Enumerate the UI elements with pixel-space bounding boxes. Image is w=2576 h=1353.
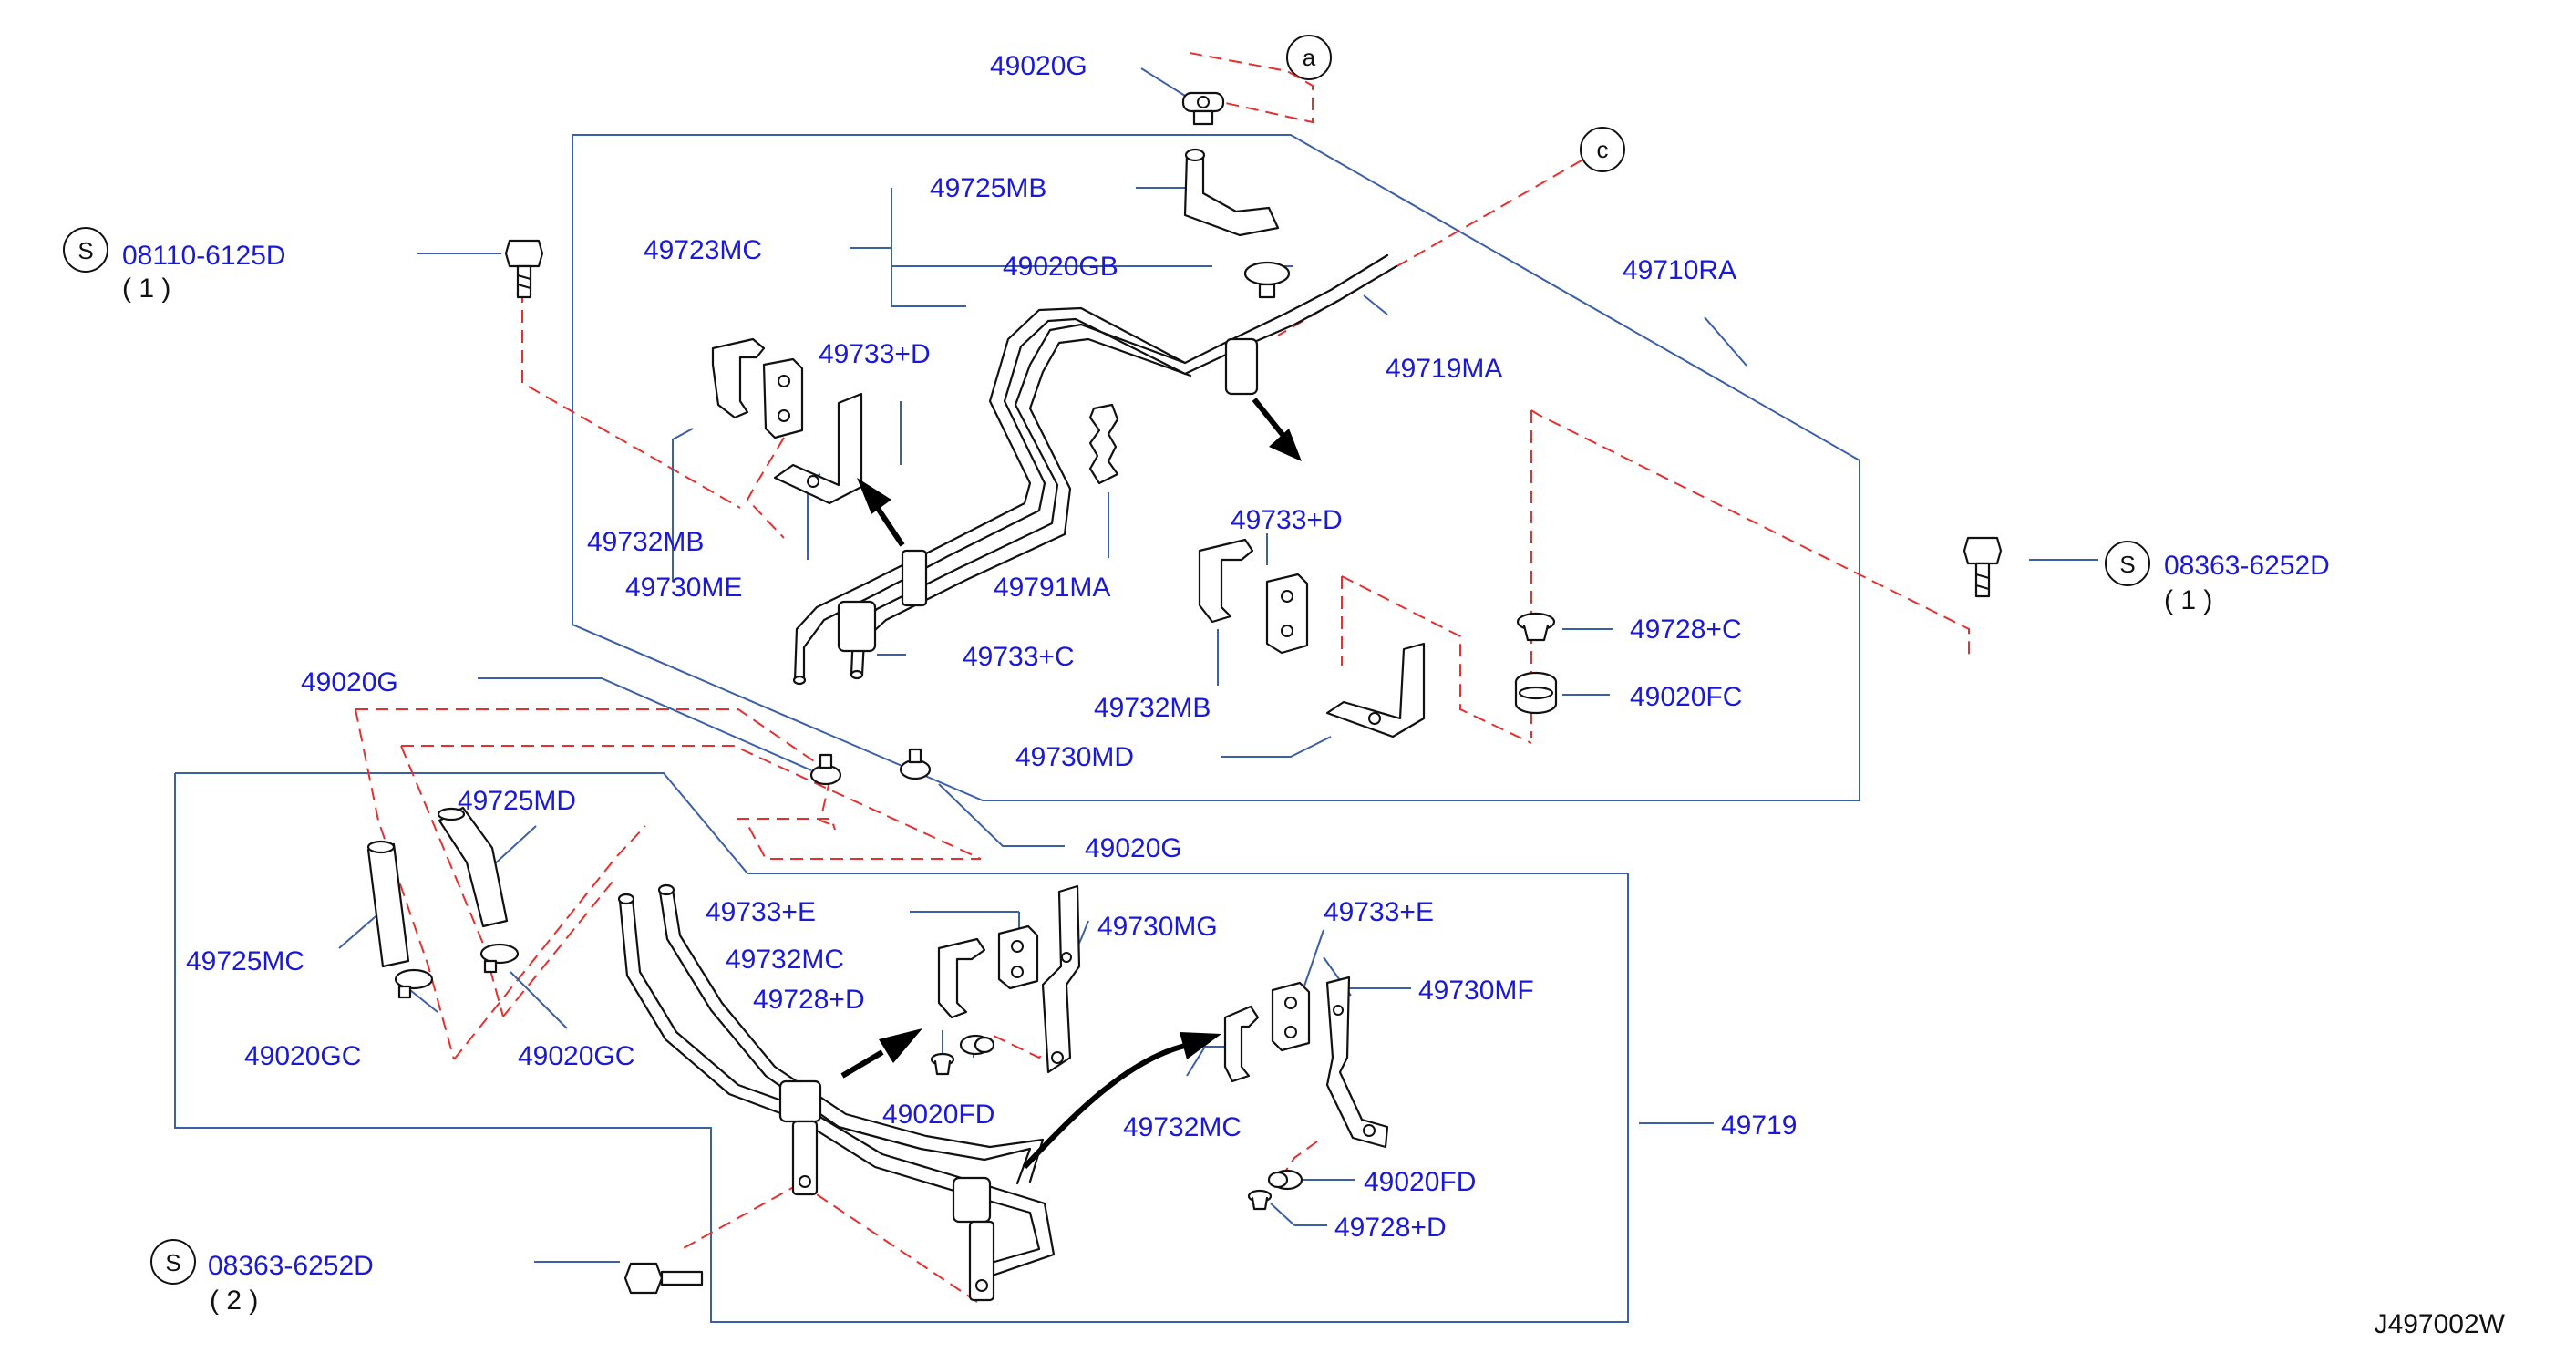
leader-lines	[338, 67, 2098, 1263]
label-49725MD[interactable]: 49725MD	[458, 786, 576, 816]
label-49732MB-upper[interactable]: 49732MB	[587, 527, 704, 557]
label-49733D-right[interactable]: 49733+D	[1231, 505, 1343, 535]
grommet-49020FD-right[interactable]	[1267, 1169, 1303, 1191]
bolt-qty-1: ( 1 )	[122, 274, 170, 304]
label-49020FD-right[interactable]: 49020FD	[1364, 1167, 1476, 1197]
bracket-49732MB-right[interactable]	[1198, 538, 1254, 624]
collar-49728D-right[interactable]	[1247, 1189, 1273, 1211]
bolt-qty-3: ( 2 )	[210, 1286, 258, 1316]
bracket-49730MF[interactable]	[1325, 976, 1389, 1149]
bolt-08110-6125D[interactable]	[504, 239, 544, 299]
lower-assembly-frame	[174, 772, 1629, 1323]
bolt-code-1[interactable]: 08110-6125D	[122, 241, 286, 271]
bracket-49732MC-right[interactable]	[1223, 1005, 1260, 1083]
label-49719[interactable]: 49719	[1721, 1110, 1797, 1141]
label-49733C[interactable]: 49733+C	[963, 642, 1075, 672]
label-49732MC-left[interactable]: 49732MC	[726, 945, 844, 975]
cushion-49733D-right[interactable]	[1265, 573, 1309, 655]
cushion-49733D-upper[interactable]	[762, 357, 804, 439]
hose-49725MB[interactable]	[1183, 148, 1280, 237]
bracket-49730ME[interactable]	[773, 392, 863, 505]
standard-part-mark-text: S	[2119, 551, 2135, 578]
clip-49791MA[interactable]	[1088, 403, 1119, 485]
label-49020G-mid2[interactable]: 49020G	[1085, 833, 1182, 863]
hose-49725MD[interactable]	[437, 806, 509, 928]
hose-clamp-49020GB[interactable]	[1243, 261, 1291, 299]
cushion-49733E-right[interactable]	[1271, 981, 1311, 1052]
pipe-assembly-lower[interactable]	[617, 883, 1056, 1302]
standard-part-mark	[150, 1239, 196, 1285]
hose-clamp-49020GC-2[interactable]	[479, 943, 520, 974]
reference-a: a	[1286, 35, 1332, 80]
label-49020GB[interactable]: 49020GB	[1003, 252, 1118, 282]
label-49728C[interactable]: 49728+C	[1630, 615, 1742, 645]
standard-part-mark-text: S	[165, 1249, 180, 1276]
label-49732MB-right[interactable]: 49732MB	[1094, 693, 1211, 723]
label-49732MC-right[interactable]: 49732MC	[1123, 1112, 1242, 1142]
label-49733D-upper[interactable]: 49733+D	[819, 339, 931, 369]
label-49723MC[interactable]: 49723MC	[644, 235, 762, 265]
bolt-code-3[interactable]: 08363-6252D	[208, 1251, 374, 1281]
label-49791MA[interactable]: 49791MA	[994, 573, 1110, 603]
label-49733E-right[interactable]: 49733+E	[1324, 897, 1434, 927]
label-49020G-top[interactable]: 49020G	[990, 51, 1087, 81]
label-49730MG[interactable]: 49730MG	[1097, 912, 1218, 942]
label-49020FD-left[interactable]: 49020FD	[882, 1100, 994, 1130]
bolt-08363-6252D-bottom[interactable]	[623, 1262, 704, 1295]
reference-c-label: c	[1597, 136, 1609, 163]
bracket-49730MG[interactable]	[1041, 884, 1081, 1074]
bolt-08363-6252D-right[interactable]	[1963, 536, 2003, 598]
bracket-49730MD[interactable]	[1325, 642, 1426, 738]
bolt-callout-1[interactable]: S 08110-6125D ( 1 )	[63, 227, 286, 304]
hose-clamp-mid-2[interactable]	[899, 748, 932, 780]
collar-49728D-left[interactable]	[930, 1052, 955, 1076]
upper-assembly-frame	[572, 134, 1860, 801]
cushion-49733E-left[interactable]	[997, 924, 1039, 990]
label-49020FC[interactable]: 49020FC	[1630, 682, 1742, 712]
label-49733E-left[interactable]: 49733+E	[706, 897, 816, 927]
standard-part-mark-text: S	[77, 237, 93, 264]
hose-clamp-top[interactable]	[1181, 91, 1225, 126]
hose-clamp-mid-1[interactable]	[809, 753, 842, 786]
label-49725MC[interactable]: 49725MC	[186, 946, 304, 976]
bolt-qty-2: ( 1 )	[2164, 585, 2212, 615]
bolt-callout-2[interactable]: S 08363-6252D ( 1 )	[2105, 541, 2330, 615]
grommet-49020FC[interactable]	[1514, 671, 1558, 715]
reference-a-label: a	[1303, 44, 1316, 71]
bolt-callout-3[interactable]: S 08363-6252D ( 2 )	[150, 1239, 374, 1316]
label-49719MA[interactable]: 49719MA	[1386, 354, 1502, 384]
bolt-code-2[interactable]: 08363-6252D	[2164, 551, 2330, 581]
label-49730MD[interactable]: 49730MD	[1015, 742, 1134, 772]
label-49730MF[interactable]: 49730MF	[1418, 976, 1534, 1006]
grommet-49020FD-left[interactable]	[959, 1034, 995, 1056]
label-49728D-left[interactable]: 49728+D	[753, 985, 865, 1015]
diagram-code: J497002W	[2375, 1309, 2506, 1339]
direction-arrows	[840, 398, 1302, 1170]
standard-part-mark	[2105, 541, 2150, 586]
label-49710RA[interactable]: 49710RA	[1623, 255, 1736, 285]
label-49020GC-2[interactable]: 49020GC	[518, 1041, 634, 1071]
label-49728D-right[interactable]: 49728+D	[1334, 1213, 1447, 1243]
label-49730ME[interactable]: 49730ME	[625, 573, 742, 603]
label-49020G-mid[interactable]: 49020G	[301, 667, 398, 697]
hose-clamp-49020GC-1[interactable]	[394, 968, 434, 999]
bracket-49732MC-left[interactable]	[937, 937, 986, 1019]
pipe-assembly-upper[interactable]	[792, 253, 1398, 686]
collar-49728C[interactable]	[1516, 612, 1556, 642]
standard-part-mark	[63, 227, 108, 273]
reference-c: c	[1580, 127, 1625, 172]
label-49020GC-1[interactable]: 49020GC	[244, 1041, 361, 1071]
bracket-49732MB-upper[interactable]	[711, 337, 766, 419]
label-49725MB[interactable]: 49725MB	[930, 173, 1046, 203]
hose-49725MC[interactable]	[366, 840, 410, 968]
